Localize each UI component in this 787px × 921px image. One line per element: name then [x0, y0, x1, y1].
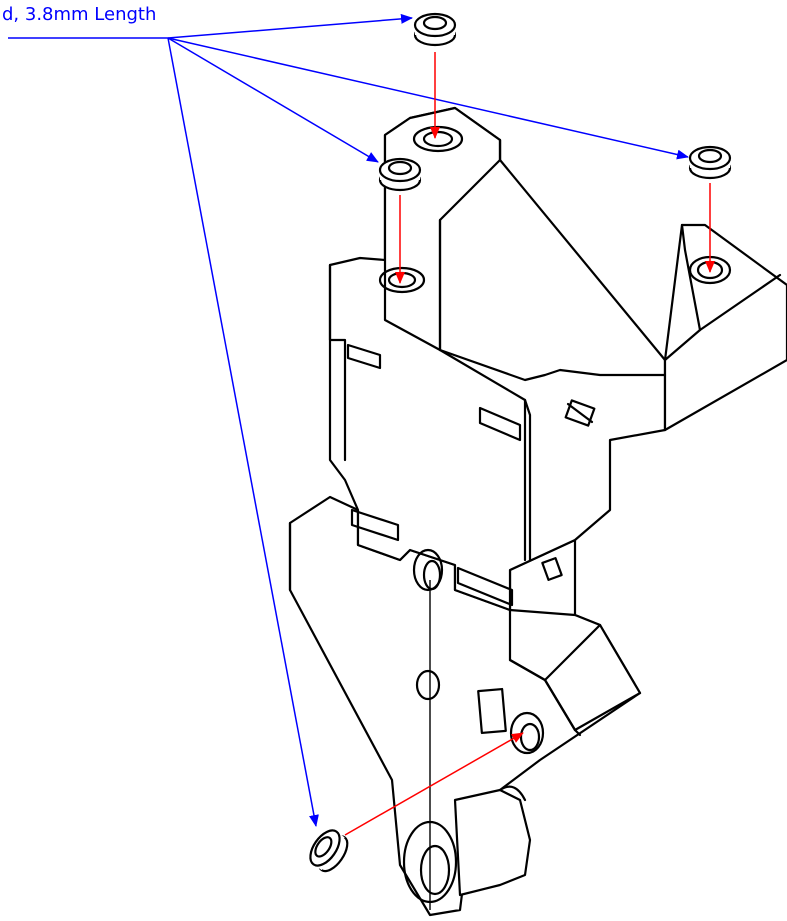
bracket-right-flange — [663, 223, 787, 432]
mounting-bracket-icon — [288, 106, 787, 917]
grommet-icon — [413, 12, 457, 47]
callout-leader-lines — [8, 13, 689, 827]
insertion-arrows — [344, 52, 715, 836]
bracket-bottom-knuckle — [453, 788, 532, 897]
grommet-icon — [378, 157, 422, 192]
grommet-icon — [309, 829, 349, 873]
callout-label: d, 3.8mm Length — [2, 4, 156, 25]
grommet-icon — [688, 145, 732, 180]
